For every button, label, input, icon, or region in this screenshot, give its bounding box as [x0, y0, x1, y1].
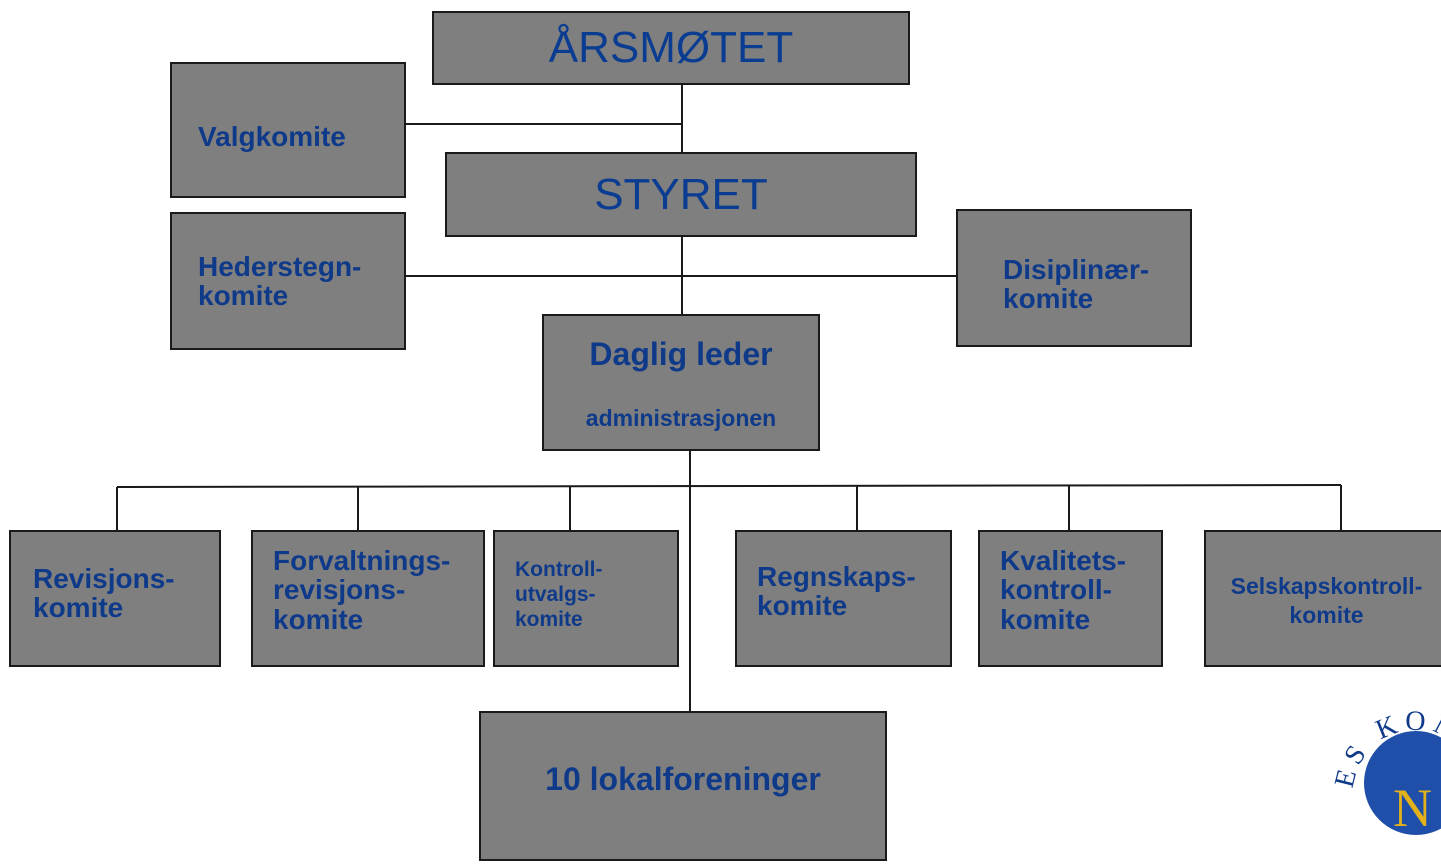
forvaltning-line-2: revisjons-: [273, 574, 406, 606]
kontroll-line-1: Kontroll-: [515, 558, 603, 581]
kontroll-line-2: utvalgs-: [515, 583, 596, 607]
connector-lines: [116, 84, 1342, 712]
aarsmotet-label: ÅRSMØTET: [548, 23, 794, 72]
disiplinaer-box: Disiplinær- komite: [956, 209, 1192, 347]
kontrollutvalgskomite-box: Kontroll- utvalgs- komite: [493, 530, 679, 667]
lokalforeninger-box: 10 lokalforeninger: [479, 711, 887, 861]
regnskapskomite-box: Regnskaps- komite: [735, 530, 952, 667]
selskap-line-1: Selskapskontroll-: [1230, 573, 1423, 599]
selskap-line-2: komite: [1289, 601, 1364, 628]
valgkomite-label: Valgkomite: [198, 121, 346, 152]
aarsmotet-box: ÅRSMØTET: [432, 11, 910, 85]
organization-logo: ES KOMM N: [1331, 699, 1441, 867]
valgkomite-box: Valgkomite: [170, 62, 406, 198]
logo-letter: N: [1393, 778, 1432, 838]
disiplinaer-line-2: komite: [1003, 283, 1094, 315]
kvalitet-line-1: Kvalitets-: [1000, 545, 1127, 576]
daglig-leder-box: Daglig leder administrasjonen: [542, 314, 820, 451]
lokalforeninger-label: 10 lokalforeninger: [545, 761, 821, 797]
kvalitet-line-3: komite: [1000, 603, 1091, 635]
disiplinaer-line-1: Disiplinær-: [1003, 254, 1150, 285]
daglig-leder-subtitle: administrasjonen: [585, 405, 777, 431]
kvalitet-line-2: kontroll-: [1000, 574, 1112, 606]
revisjon-line-2: komite: [33, 592, 124, 624]
regnskap-line-1: Regnskaps-: [757, 561, 916, 592]
hederstegn-line-2: komite: [198, 280, 289, 312]
line-committee-bus: [116, 484, 1342, 488]
hederstegn-line-1: Hederstegn-: [198, 251, 362, 282]
forvaltningsrevisjonskomite-box: Forvaltnings- revisjons- komite: [251, 530, 485, 667]
daglig-leder-title: Daglig leder: [589, 336, 773, 372]
hederstegn-box: Hederstegn- komite: [170, 212, 406, 350]
kvalitetskontrollkomite-box: Kvalitets- kontroll- komite: [978, 530, 1163, 667]
styret-label: STYRET: [594, 169, 768, 219]
selskapskontrollkomite-box: Selskapskontroll- komite: [1204, 530, 1441, 667]
regnskap-line-2: komite: [757, 590, 848, 622]
revisjonskomite-box: Revisjons- komite: [9, 530, 221, 667]
styret-box: STYRET: [445, 152, 917, 237]
kontroll-line-3: komite: [515, 608, 583, 632]
forvaltning-line-1: Forvaltnings-: [273, 545, 451, 576]
forvaltning-line-3: komite: [273, 603, 364, 635]
revisjon-line-1: Revisjons-: [33, 563, 175, 594]
